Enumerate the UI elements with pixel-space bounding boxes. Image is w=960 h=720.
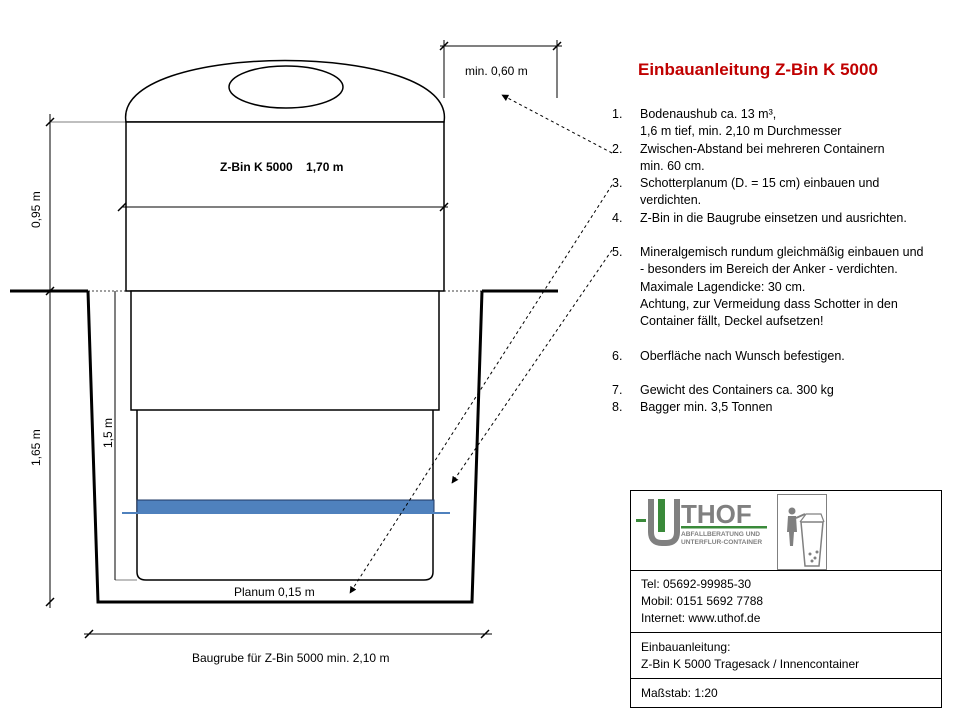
instruction-list: 1. Bodenaushub ca. 13 m³, 1,6 m tief, min…: [612, 106, 957, 416]
diameter-tick-left: [117, 202, 127, 212]
planum-label: Planum 0,15 m: [234, 585, 315, 599]
instruction-step: 6. Oberfläche nach Wunsch befestigen.: [612, 348, 957, 365]
step-text: Bodenaushub ca. 13 m³, 1,6 m tief, min. …: [640, 107, 842, 139]
step-number: 7.: [612, 382, 623, 397]
step-text: Schotterplanum (D. = 15 cm) einbauen und…: [640, 176, 880, 208]
container-label: Z-Bin K 5000 1,70 m: [220, 160, 343, 174]
diameter-tick-right: [439, 202, 449, 212]
inner-height-label: 1,5 m: [101, 418, 115, 448]
instruction-step: 5. Mineralgemisch rundum gleichmäßig einb…: [612, 244, 957, 330]
contact-mobile: Mobil: 0151 5692 7788: [641, 594, 764, 608]
logo-name: THOF: [681, 499, 752, 529]
gap-tick-left: [439, 41, 449, 51]
document-title: Einbauanleitung Z-Bin K 5000: [638, 60, 878, 79]
logo-tagline-2: UNTERFLUR-CONTAINER: [681, 539, 762, 546]
lower-height-label: 1,65 m: [29, 429, 43, 466]
step-number: 1.: [612, 107, 623, 121]
uthof-logo: THOF ABFALLBERATUNG UND UNTERFLUR-CONTAI…: [636, 499, 767, 546]
contact-phone: Tel: 05692-99985-30: [641, 577, 752, 591]
step-number: 3.: [612, 176, 623, 191]
step-number: 6.: [612, 348, 623, 363]
step-text: Zwischen-Abstand bei mehreren Containern…: [640, 141, 885, 173]
container-middle-body: [130, 290, 440, 411]
container-lid-opening: [228, 65, 344, 109]
instruction-step: 2. Zwischen-Abstand bei mehreren Containe…: [612, 141, 957, 176]
manual-product: Z-Bin K 5000 Tragesack / Innencontainer: [641, 657, 860, 671]
logo-cell: THOF ABFALLBERATUNG UND UNTERFLUR-CONTAI…: [631, 491, 941, 571]
scale-label: Maßstab: 1:20: [641, 686, 718, 700]
instruction-step: 8. Bagger min. 3,5 Tonnen: [612, 399, 957, 416]
step-number: 8.: [612, 400, 623, 415]
step-text: Mineralgemisch rundum gleichmäßig einbau…: [640, 245, 924, 329]
instruction-step: 7. Gewicht des Containers ca. 300 kg: [612, 382, 957, 399]
height-tick-bottom: [45, 597, 55, 607]
upper-height-label: 0,95 m: [29, 191, 43, 228]
inner-container: [136, 410, 434, 581]
step-number: 5.: [612, 245, 623, 260]
gap-tick-right: [552, 41, 562, 51]
logo-tagline-1: ABFALLBERATUNG UND: [681, 531, 760, 538]
manual-cell: Einbauanleitung: Z-Bin K 5000 Tragesack …: [631, 633, 941, 679]
pit-width-tick-right: [480, 629, 490, 639]
leader-arrow-planum: [349, 184, 613, 594]
gap-dim-label: min. 0,60 m: [465, 64, 528, 78]
step-text: Gewicht des Containers ca. 300 kg: [640, 382, 834, 397]
instruction-step: 3. Schotterplanum (D. = 15 cm) einbauen u…: [612, 175, 957, 210]
gravel-planum-layer: [136, 499, 435, 514]
pit-width-tick-left: [84, 629, 94, 639]
pit-width-label: Baugrube für Z-Bin 5000 min. 2,10 m: [192, 651, 389, 665]
step-number: 4.: [612, 210, 623, 225]
contact-website: Internet: www.uthof.de: [641, 611, 761, 625]
manual-heading: Einbauanleitung:: [641, 640, 731, 654]
step-number: 2.: [612, 141, 623, 156]
height-tick-mid: [45, 286, 55, 296]
waste-bin-person-icon: [777, 494, 827, 570]
step-text: Bagger min. 3,5 Tonnen: [640, 400, 773, 415]
step-text: Oberfläche nach Wunsch befestigen.: [640, 348, 845, 363]
step-text: Z-Bin in die Baugrube einsetzen und ausr…: [640, 210, 907, 225]
leader-arrow-gap: [501, 94, 613, 154]
excavation-pit: [86, 290, 484, 604]
scale-cell: Maßstab: 1:20: [631, 679, 941, 709]
title-block: THOF ABFALLBERATUNG UND UNTERFLUR-CONTAI…: [630, 490, 942, 708]
contact-cell: Tel: 05692-99985-30 Mobil: 0151 5692 778…: [631, 571, 941, 633]
instruction-step: 4. Z-Bin in die Baugrube einsetzen und au…: [612, 210, 957, 227]
instruction-step: 1. Bodenaushub ca. 13 m³, 1,6 m tief, min…: [612, 106, 957, 141]
leader-arrow-backfill: [451, 249, 613, 484]
